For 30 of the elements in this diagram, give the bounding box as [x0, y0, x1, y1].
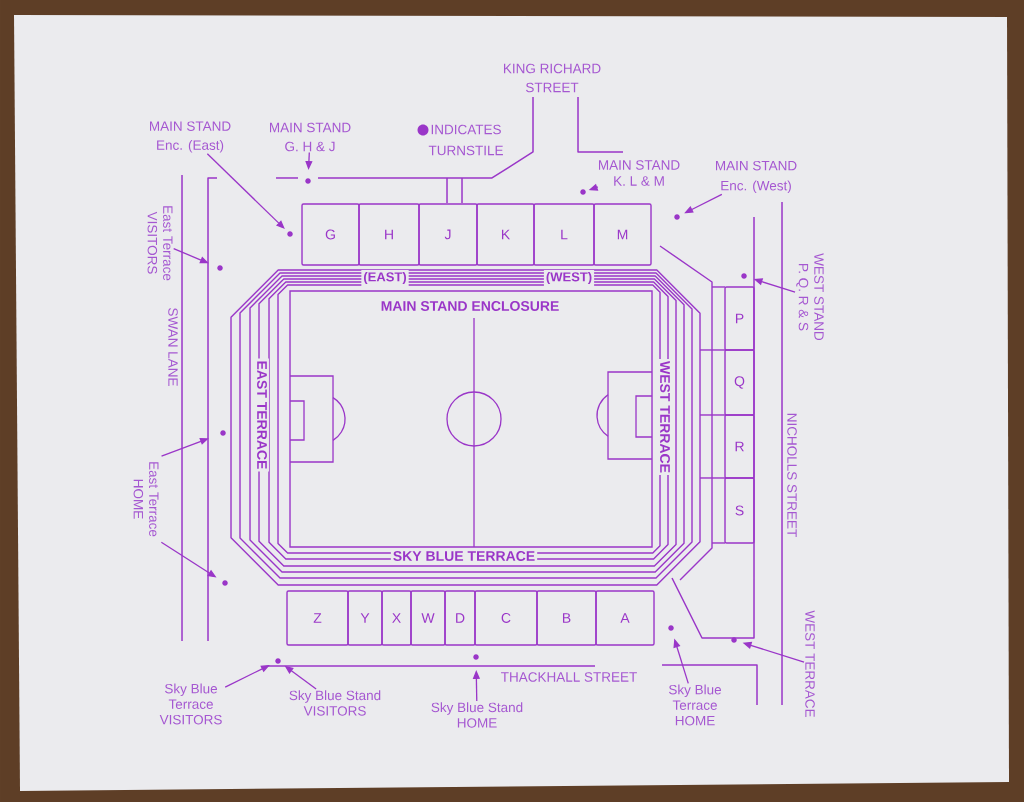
section-box: D — [444, 590, 476, 646]
section-box: X — [381, 590, 412, 646]
section-box: A — [595, 590, 655, 646]
section-box: Y — [347, 590, 383, 646]
callout-label: East Terrace VISITORS — [147, 206, 173, 281]
callout-label: MAIN STAND Enc. (East) — [150, 121, 231, 153]
section-box: R — [724, 414, 755, 479]
section-box: S — [724, 477, 755, 544]
legend-label: INDICATES TURNSTILE — [428, 124, 503, 156]
callout-label: MAIN STAND K. L & M — [599, 160, 680, 186]
section-box: B — [536, 590, 597, 646]
section-box: Z — [286, 590, 349, 646]
section-box: C — [474, 590, 538, 646]
leader-arrow — [224, 665, 270, 688]
street-name: NICHOLLS STREET — [787, 413, 797, 537]
street-name: SWAN LANE — [168, 308, 178, 386]
street-name: KING RICHARD STREET — [504, 63, 601, 93]
callout-label: Sky Blue Stand VISITORS — [289, 690, 381, 716]
callout-label: WEST STAND P. Q. R & S — [796, 253, 824, 341]
callout-label: MAIN STAND G. H & J — [270, 122, 351, 152]
section-box: Q — [724, 349, 755, 416]
section-box: W — [410, 590, 446, 646]
callout-label: Sky Blue Terrace HOME — [669, 684, 722, 726]
callout-label: Sky Blue Stand HOME — [431, 702, 523, 728]
callout-label: East Terrace HOME — [133, 462, 159, 537]
callout-label: MAIN STAND Enc. (West) — [716, 160, 797, 194]
section-box: P — [724, 286, 755, 351]
callout-label: Sky Blue Terrace VISITORS — [159, 683, 222, 725]
callout-label: WEST TERRACE — [805, 610, 815, 717]
street-name: THACKHALL STREET — [501, 672, 637, 682]
